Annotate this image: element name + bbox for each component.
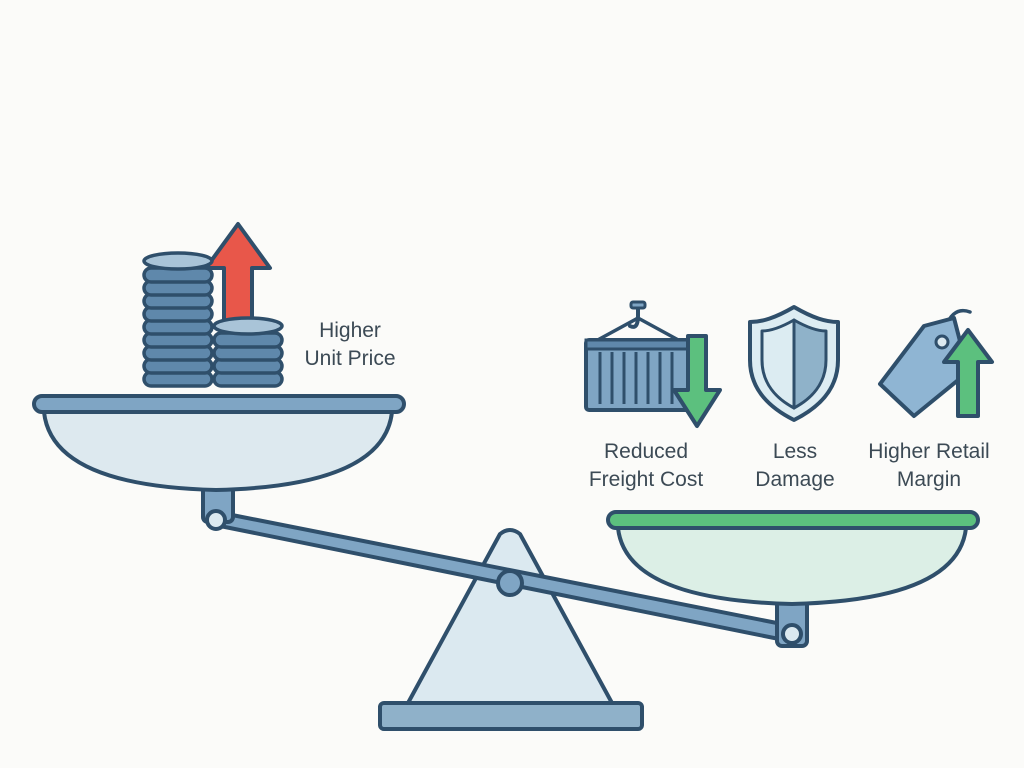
higher-unit-price-line1: Higher	[319, 319, 381, 342]
scale-base	[378, 701, 644, 731]
higher-retail-margin-line1: Higher Retail	[868, 440, 990, 463]
reduced-freight-cost-line1: Reduced	[603, 440, 689, 463]
less-damage-label: Less Damage	[737, 438, 853, 494]
left-pan-bowl	[42, 410, 394, 492]
green-up-arrow-icon	[942, 328, 994, 418]
higher-unit-price-label: Higher Unit Price	[284, 317, 416, 373]
shield-icon	[748, 305, 840, 422]
higher-retail-margin-label: Higher Retail Margin	[852, 438, 1006, 494]
reduced-freight-cost-label: Reduced Freight Cost	[570, 438, 722, 494]
right-pan-rim	[606, 510, 980, 530]
reduced-freight-cost-line2: Freight Cost	[588, 468, 704, 491]
fulcrum-stand	[406, 528, 614, 705]
higher-retail-margin-line2: Margin	[896, 468, 962, 491]
higher-unit-price-line2: Unit Price	[304, 347, 396, 370]
less-damage-line2: Damage	[755, 468, 835, 491]
red-up-arrow-icon	[204, 222, 272, 326]
price-tag-icon	[878, 308, 972, 418]
right-pivot	[781, 623, 803, 645]
right-pan-bowl	[616, 526, 968, 606]
coin-stack-icon	[142, 222, 284, 388]
left-pivot	[205, 509, 227, 531]
green-down-arrow-icon	[672, 334, 722, 428]
left-pan-rim	[32, 394, 406, 414]
less-damage-line1: Less	[772, 440, 818, 463]
center-pivot	[496, 569, 524, 597]
